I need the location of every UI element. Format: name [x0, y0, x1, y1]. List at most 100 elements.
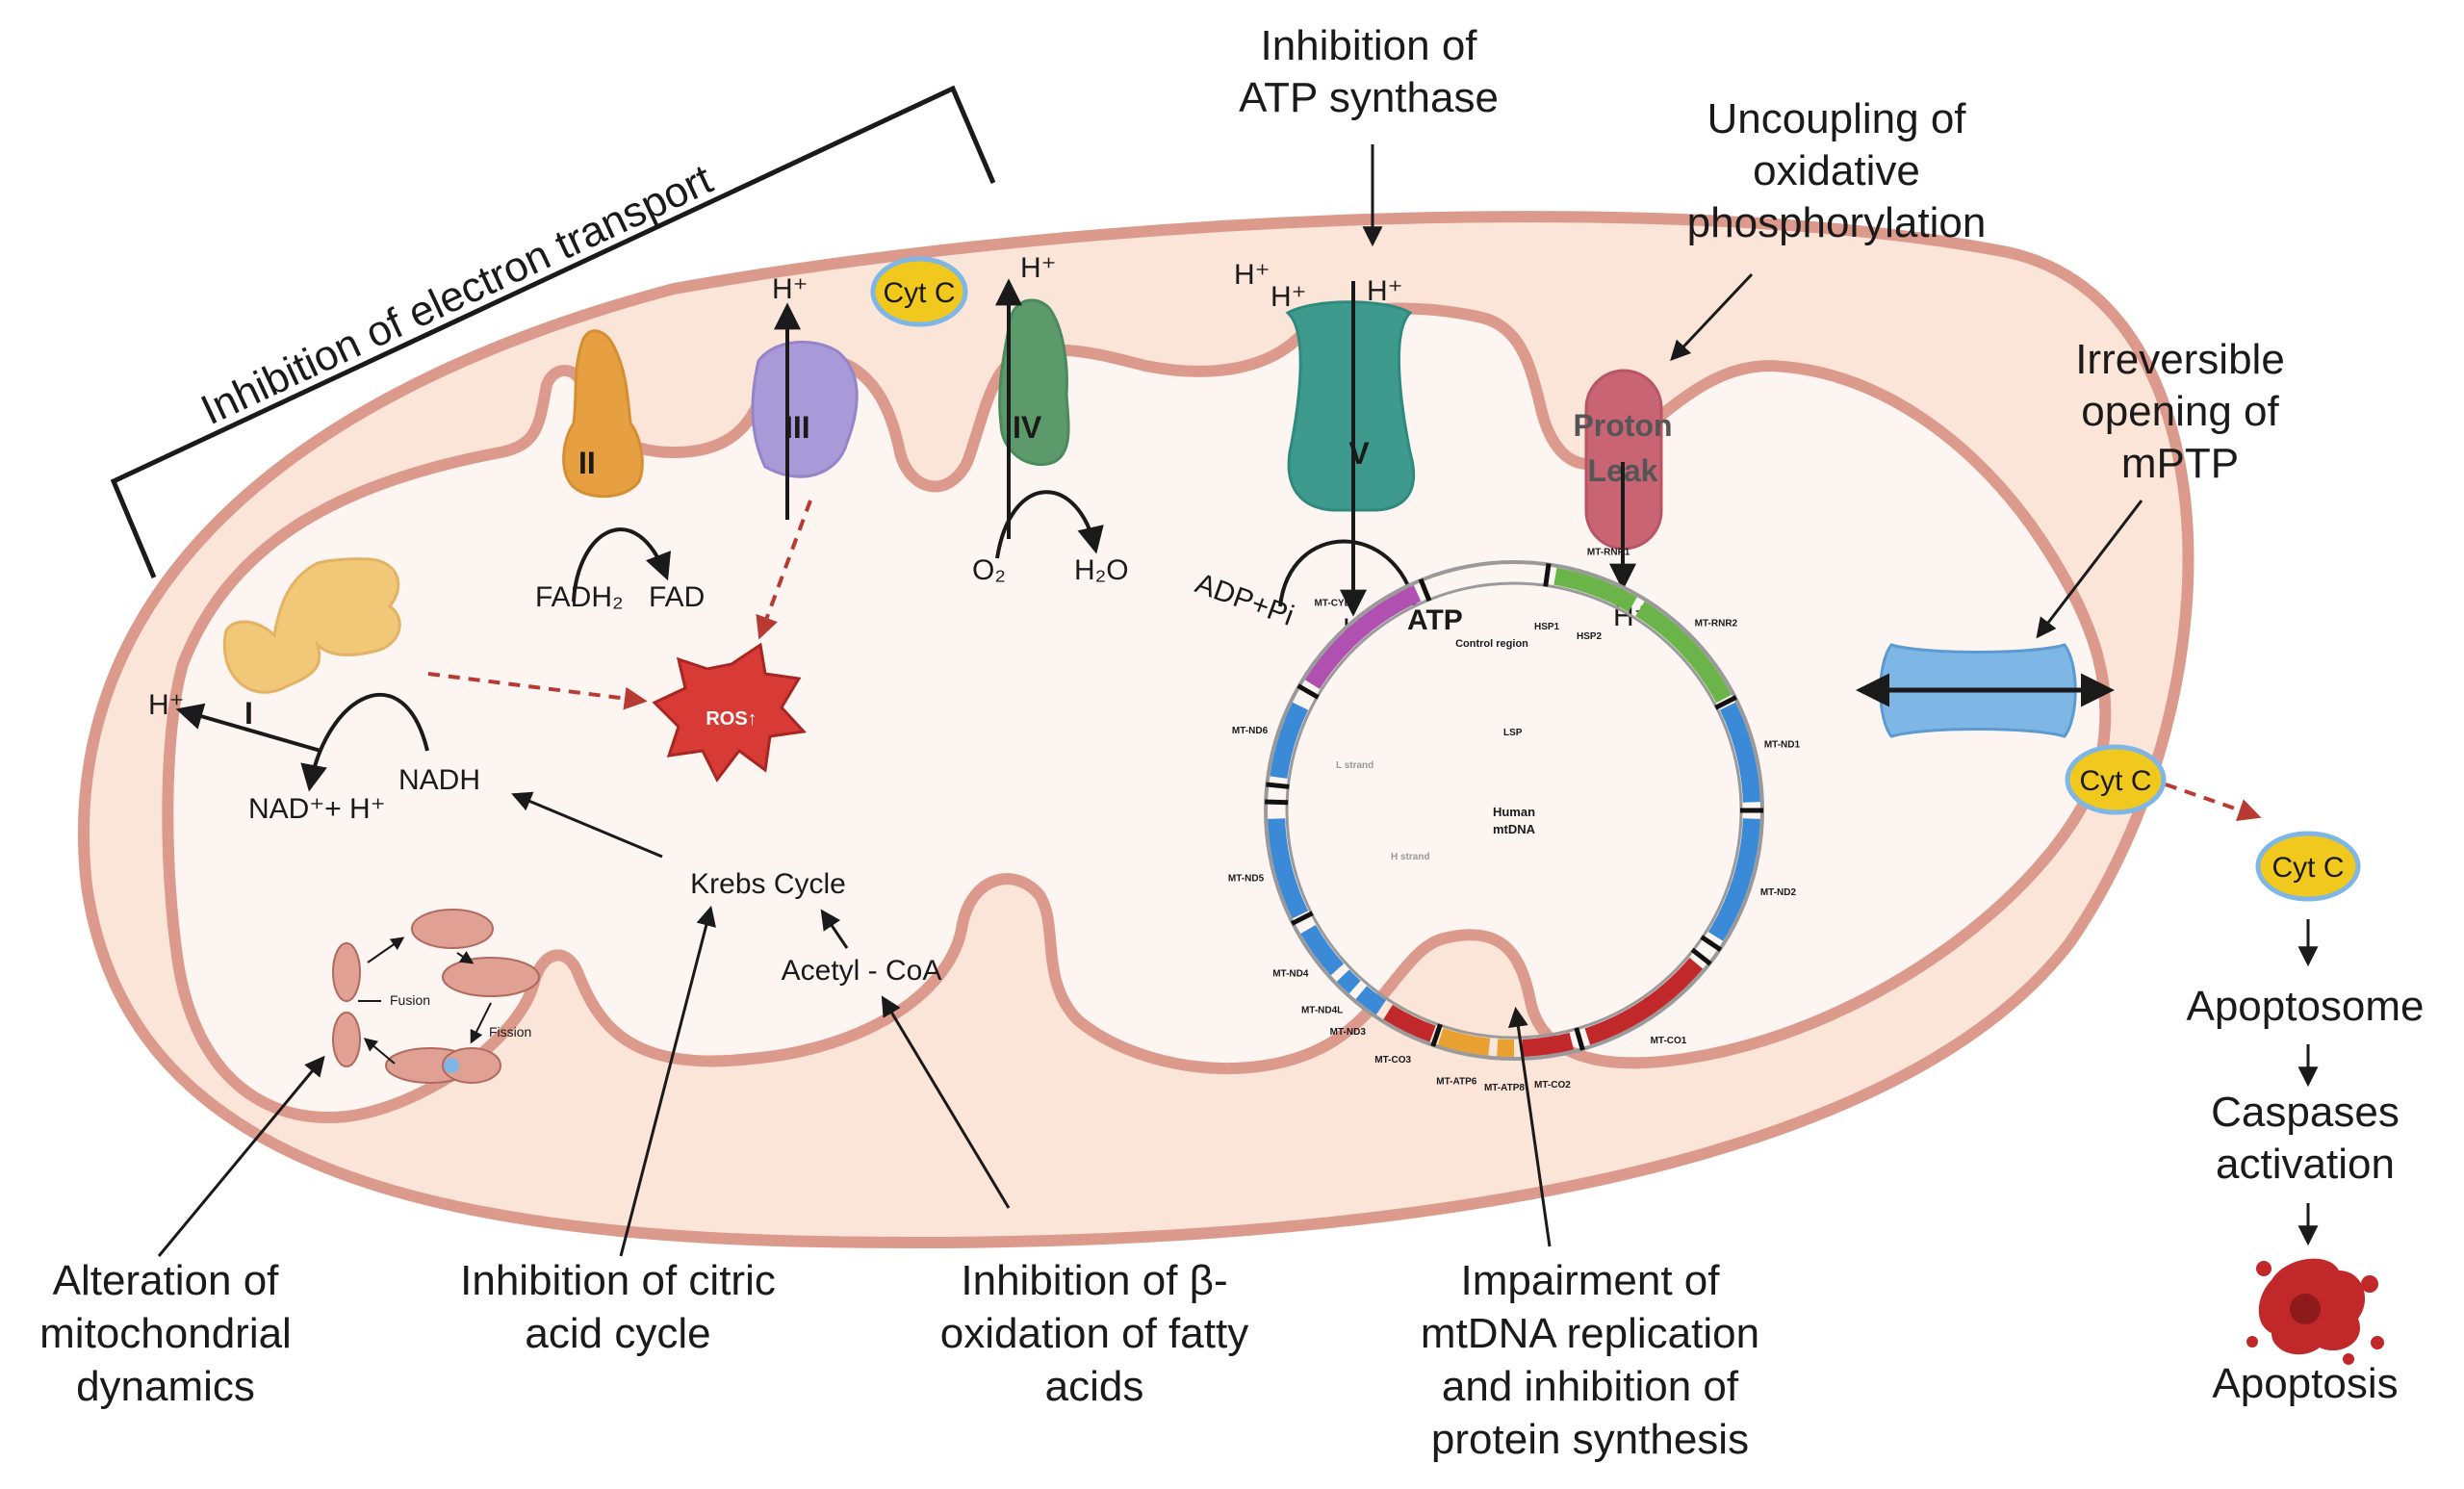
- mtdna-gene-arc: [1300, 924, 1345, 976]
- svg-text:mtDNA replication: mtDNA replication: [1421, 1310, 1759, 1357]
- krebs-cycle-label: Krebs Cycle: [690, 868, 846, 900]
- mtdna-gene-arc: [1437, 1028, 1491, 1056]
- mtdna-gene-label: MT-ND3: [1330, 1027, 1367, 1038]
- mtdna-gene-arc: [1707, 818, 1760, 941]
- mtdna-trna-marker: [1543, 563, 1552, 587]
- svg-text:Cyt C: Cyt C: [2080, 765, 2152, 797]
- complex-iii: III H⁺: [751, 273, 859, 640]
- svg-text:Uncoupling of: Uncoupling of: [1707, 95, 1966, 142]
- mtdna-trna-marker: [1700, 935, 1723, 952]
- h-plus-v-3: H⁺: [1367, 275, 1403, 307]
- mtdna-trna-marker: [1690, 947, 1712, 966]
- mtdna-gene-label: MT-RNR2: [1695, 618, 1738, 629]
- mtdna-gene-arc: [1584, 957, 1704, 1045]
- svg-text:Alteration of: Alteration of: [53, 1257, 280, 1304]
- mptp-channel: [1856, 643, 2115, 738]
- svg-text:Inhibition of β-: Inhibition of β-: [961, 1257, 1227, 1304]
- mtdna-gene-label: MT-RNR1: [1587, 547, 1630, 557]
- mtdna-annotation: Impairment of mtDNA replication and inhi…: [1421, 1006, 1759, 1463]
- cyt-c-release: Cyt C: [2065, 744, 2262, 822]
- apoptosome-label: Apoptosome: [2186, 983, 2424, 1030]
- svg-text:mitochondrial: mitochondrial: [39, 1310, 292, 1357]
- svg-text:Inhibition of: Inhibition of: [1260, 22, 1477, 69]
- uncoupling-annotation: Uncoupling of oxidative phosphorylation: [1670, 95, 1987, 362]
- mtdna-gene-label: MT-ND2: [1760, 887, 1797, 898]
- svg-text:Irreversible: Irreversible: [2075, 336, 2285, 383]
- mtdna-gene-arc: [1268, 818, 1309, 919]
- svg-text:acid cycle: acid cycle: [525, 1310, 710, 1357]
- o2-label: O₂: [972, 554, 1006, 586]
- fadh2-label: FADH₂: [535, 581, 624, 613]
- nadh-label: NADH: [398, 764, 480, 796]
- svg-text:acids: acids: [1045, 1363, 1144, 1410]
- mtdna-gene-arc: [1719, 702, 1760, 803]
- mtdna-gene-arc: [1522, 1032, 1574, 1057]
- fusion-fission-illustration: Fusion Fission: [332, 909, 540, 1084]
- svg-text:dynamics: dynamics: [76, 1363, 255, 1410]
- mtdna-gene-label: MT-CO3: [1374, 1055, 1411, 1065]
- complex-ii: II FADH₂ FAD: [535, 329, 705, 613]
- mtdna-gene-arc: [1553, 567, 1637, 612]
- mtdna-gene-arc: [1383, 1004, 1436, 1042]
- complex-i: I H⁺ NAD⁺+ H⁺ NADH: [148, 557, 480, 825]
- mtdna-map: MT-CYBMT-RNR1MT-RNR2MT-ND1MT-ND2MT-CO1MT…: [1228, 547, 1801, 1093]
- complex-iv: IV H⁺ O₂ H₂O: [972, 252, 1129, 586]
- mtdna-gene-label: MT-CO2: [1534, 1080, 1571, 1091]
- mtdna-gene-label: MT-CO1: [1651, 1036, 1687, 1046]
- svg-text:ROS↑: ROS↑: [706, 708, 757, 730]
- svg-text:H strand: H strand: [1391, 852, 1430, 862]
- mtdna-gene-arc: [1497, 1039, 1515, 1058]
- apoptotic-cell-icon: [2246, 1258, 2384, 1365]
- complex-i-ros-arrow: [427, 672, 648, 710]
- mtdna-trna-marker: [1266, 782, 1290, 789]
- svg-text:phosphorylation: phosphorylation: [1687, 199, 1987, 246]
- svg-text:Cyt C: Cyt C: [884, 277, 956, 309]
- mtdna-trna-marker: [1574, 1027, 1585, 1051]
- svg-text:Inhibition of citric: Inhibition of citric: [460, 1257, 776, 1304]
- mptp-annotation: Irreversible opening of mPTP: [2036, 336, 2285, 639]
- atp-label: ATP: [1407, 604, 1463, 636]
- svg-text:L strand: L strand: [1336, 760, 1373, 771]
- svg-text:opening of: opening of: [2081, 388, 2279, 435]
- complex-ii-label: II: [578, 446, 596, 480]
- h-plus-v-1: H⁺: [1234, 259, 1270, 291]
- mtdna-gene-label: MT-ND4: [1272, 969, 1309, 980]
- mtdna-gene-arc: [1336, 969, 1361, 994]
- citric-acid-annotation: Inhibition of citric acid cycle: [460, 905, 776, 1357]
- cyt-c-intermembrane: Cyt C: [870, 256, 968, 327]
- fad-label: FAD: [649, 581, 705, 613]
- h-plus-complex-i: H⁺: [148, 689, 185, 721]
- mtdna-gene-label: MT-ND1: [1764, 740, 1801, 751]
- h-plus-v-2: H⁺: [1270, 281, 1307, 313]
- svg-text:mtDNA: mtDNA: [1493, 822, 1536, 836]
- mtdna-gene-label: MT-ATP6: [1436, 1077, 1476, 1088]
- svg-text:oxidation of fatty: oxidation of fatty: [940, 1310, 1248, 1357]
- caspases-label: Caspases: [2211, 1089, 2400, 1136]
- nad-label: NAD⁺+ H⁺: [248, 793, 386, 825]
- mtdna-trna-marker: [1714, 695, 1737, 710]
- svg-text:mPTP: mPTP: [2121, 440, 2239, 487]
- mtdna-gene-arc: [1635, 601, 1732, 704]
- fission-label: Fission: [489, 1024, 531, 1040]
- caspases-label-2: activation: [2216, 1141, 2395, 1188]
- mtdna-trna-marker: [1291, 911, 1314, 926]
- svg-text:ATP synthase: ATP synthase: [1239, 74, 1499, 121]
- mtdna-trna-marker: [1265, 799, 1289, 806]
- mtdna-trna-marker: [1430, 1023, 1443, 1047]
- mtdna-gene-label: MT-ATP8: [1484, 1083, 1525, 1093]
- h-plus-complex-iv: H⁺: [1020, 252, 1057, 284]
- beta-oxidation-annotation: Inhibition of β- oxidation of fatty acid…: [881, 995, 1248, 1410]
- fusion-label: Fusion: [390, 992, 430, 1008]
- svg-text:Impairment of: Impairment of: [1461, 1257, 1721, 1304]
- mtdna-trna-marker: [1296, 683, 1320, 700]
- svg-text:HSP1: HSP1: [1534, 622, 1560, 632]
- svg-text:and inhibition of: and inhibition of: [1442, 1363, 1739, 1410]
- apoptosis-label: Apoptosis: [2212, 1360, 2398, 1407]
- cyt-c-cytosol: [2255, 831, 2361, 902]
- svg-text:protein synthesis: protein synthesis: [1431, 1416, 1749, 1463]
- mtdna-gene-label: MT-ND5: [1228, 873, 1265, 884]
- svg-text:oxidative: oxidative: [1753, 147, 1920, 194]
- mtdna-gene-arc: [1270, 702, 1309, 780]
- mtdna-gene-label: MT-CYB: [1315, 598, 1351, 608]
